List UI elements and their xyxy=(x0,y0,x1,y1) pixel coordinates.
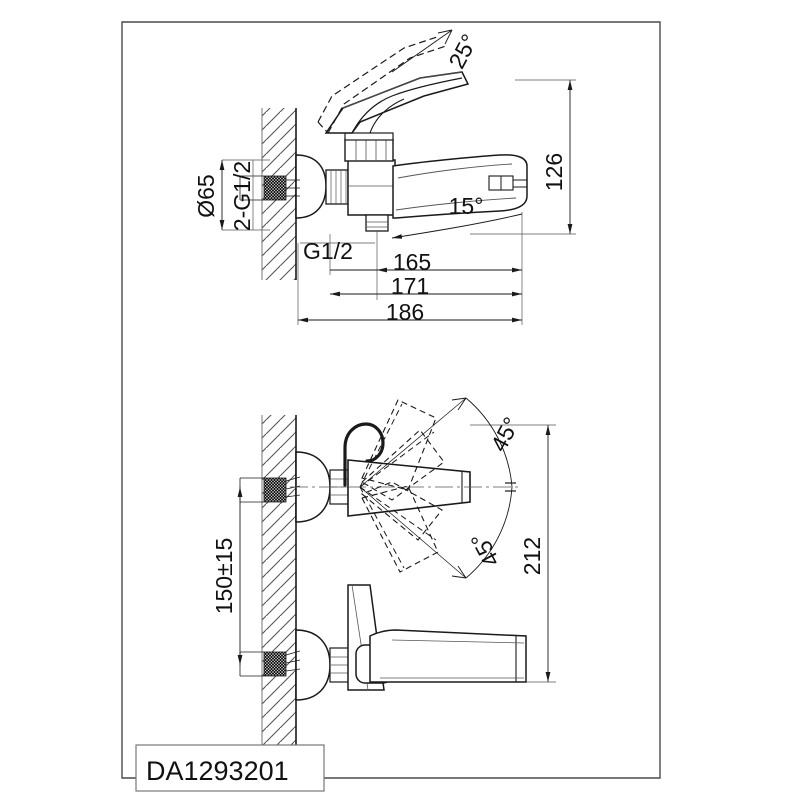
lever-spout-front xyxy=(347,584,527,691)
dimension-angle-45-lower: 45° xyxy=(465,528,504,571)
view-front-elevation-bottom xyxy=(239,399,527,755)
dimension-label-165: 165 xyxy=(393,249,431,275)
spout-top xyxy=(392,154,528,219)
dimension-label-2-g12: 2-G1/2 xyxy=(229,161,255,231)
dimension-212: 212 xyxy=(470,424,556,683)
dimension-165: 165 xyxy=(330,249,522,275)
dimension-186: 186 xyxy=(298,299,522,325)
dimension-angle-25: 25° xyxy=(391,29,483,73)
dimension-diameter-65: Ø65 xyxy=(193,159,270,231)
title-block: DA1293201 xyxy=(135,744,325,792)
dimension-label-g12: G1/2 xyxy=(303,238,353,264)
part-number-label: DA1293201 xyxy=(146,756,289,786)
dimension-thread-2-g12: 2-G1/2 xyxy=(229,160,255,231)
wall-flange-lower xyxy=(295,629,331,701)
wall-section-bottom xyxy=(261,415,297,755)
dimension-171: 171 xyxy=(330,273,522,299)
view-side-elevation-top xyxy=(239,35,528,280)
dimension-label-126: 126 xyxy=(541,153,567,191)
wall-flange-top xyxy=(295,154,327,219)
dimension-label-diameter-65: Ø65 xyxy=(193,174,219,217)
dimension-angle-45-arc xyxy=(359,397,516,579)
gasket-top xyxy=(239,175,300,201)
dimension-angle-45-upper: 45° xyxy=(485,413,524,456)
eccentric-connector-top xyxy=(325,169,349,205)
dimension-126: 126 xyxy=(470,79,576,235)
dimension-label-171: 171 xyxy=(391,273,429,299)
dimension-angle-15: 15° xyxy=(391,193,523,239)
dimension-label-150-pm-15: 150±15 xyxy=(211,538,237,615)
dimension-label-212: 212 xyxy=(519,537,545,575)
dimension-label-angle-45-lower: 45° xyxy=(465,528,504,571)
lever-rotation-ghosts xyxy=(359,399,445,573)
dimension-thread-g12: G1/2 xyxy=(300,238,375,264)
connector-lower xyxy=(329,647,351,683)
lever-handle-top xyxy=(317,35,470,134)
dimension-label-angle-45-upper: 45° xyxy=(485,413,524,456)
mixer-body-top xyxy=(344,132,396,232)
dimension-label-186: 186 xyxy=(386,299,424,325)
shower-hook xyxy=(343,422,385,487)
sheet-frame xyxy=(121,21,661,779)
dimension-label-angle-15: 15° xyxy=(449,193,484,219)
dimension-150-pm-15: 150±15 xyxy=(211,487,243,665)
